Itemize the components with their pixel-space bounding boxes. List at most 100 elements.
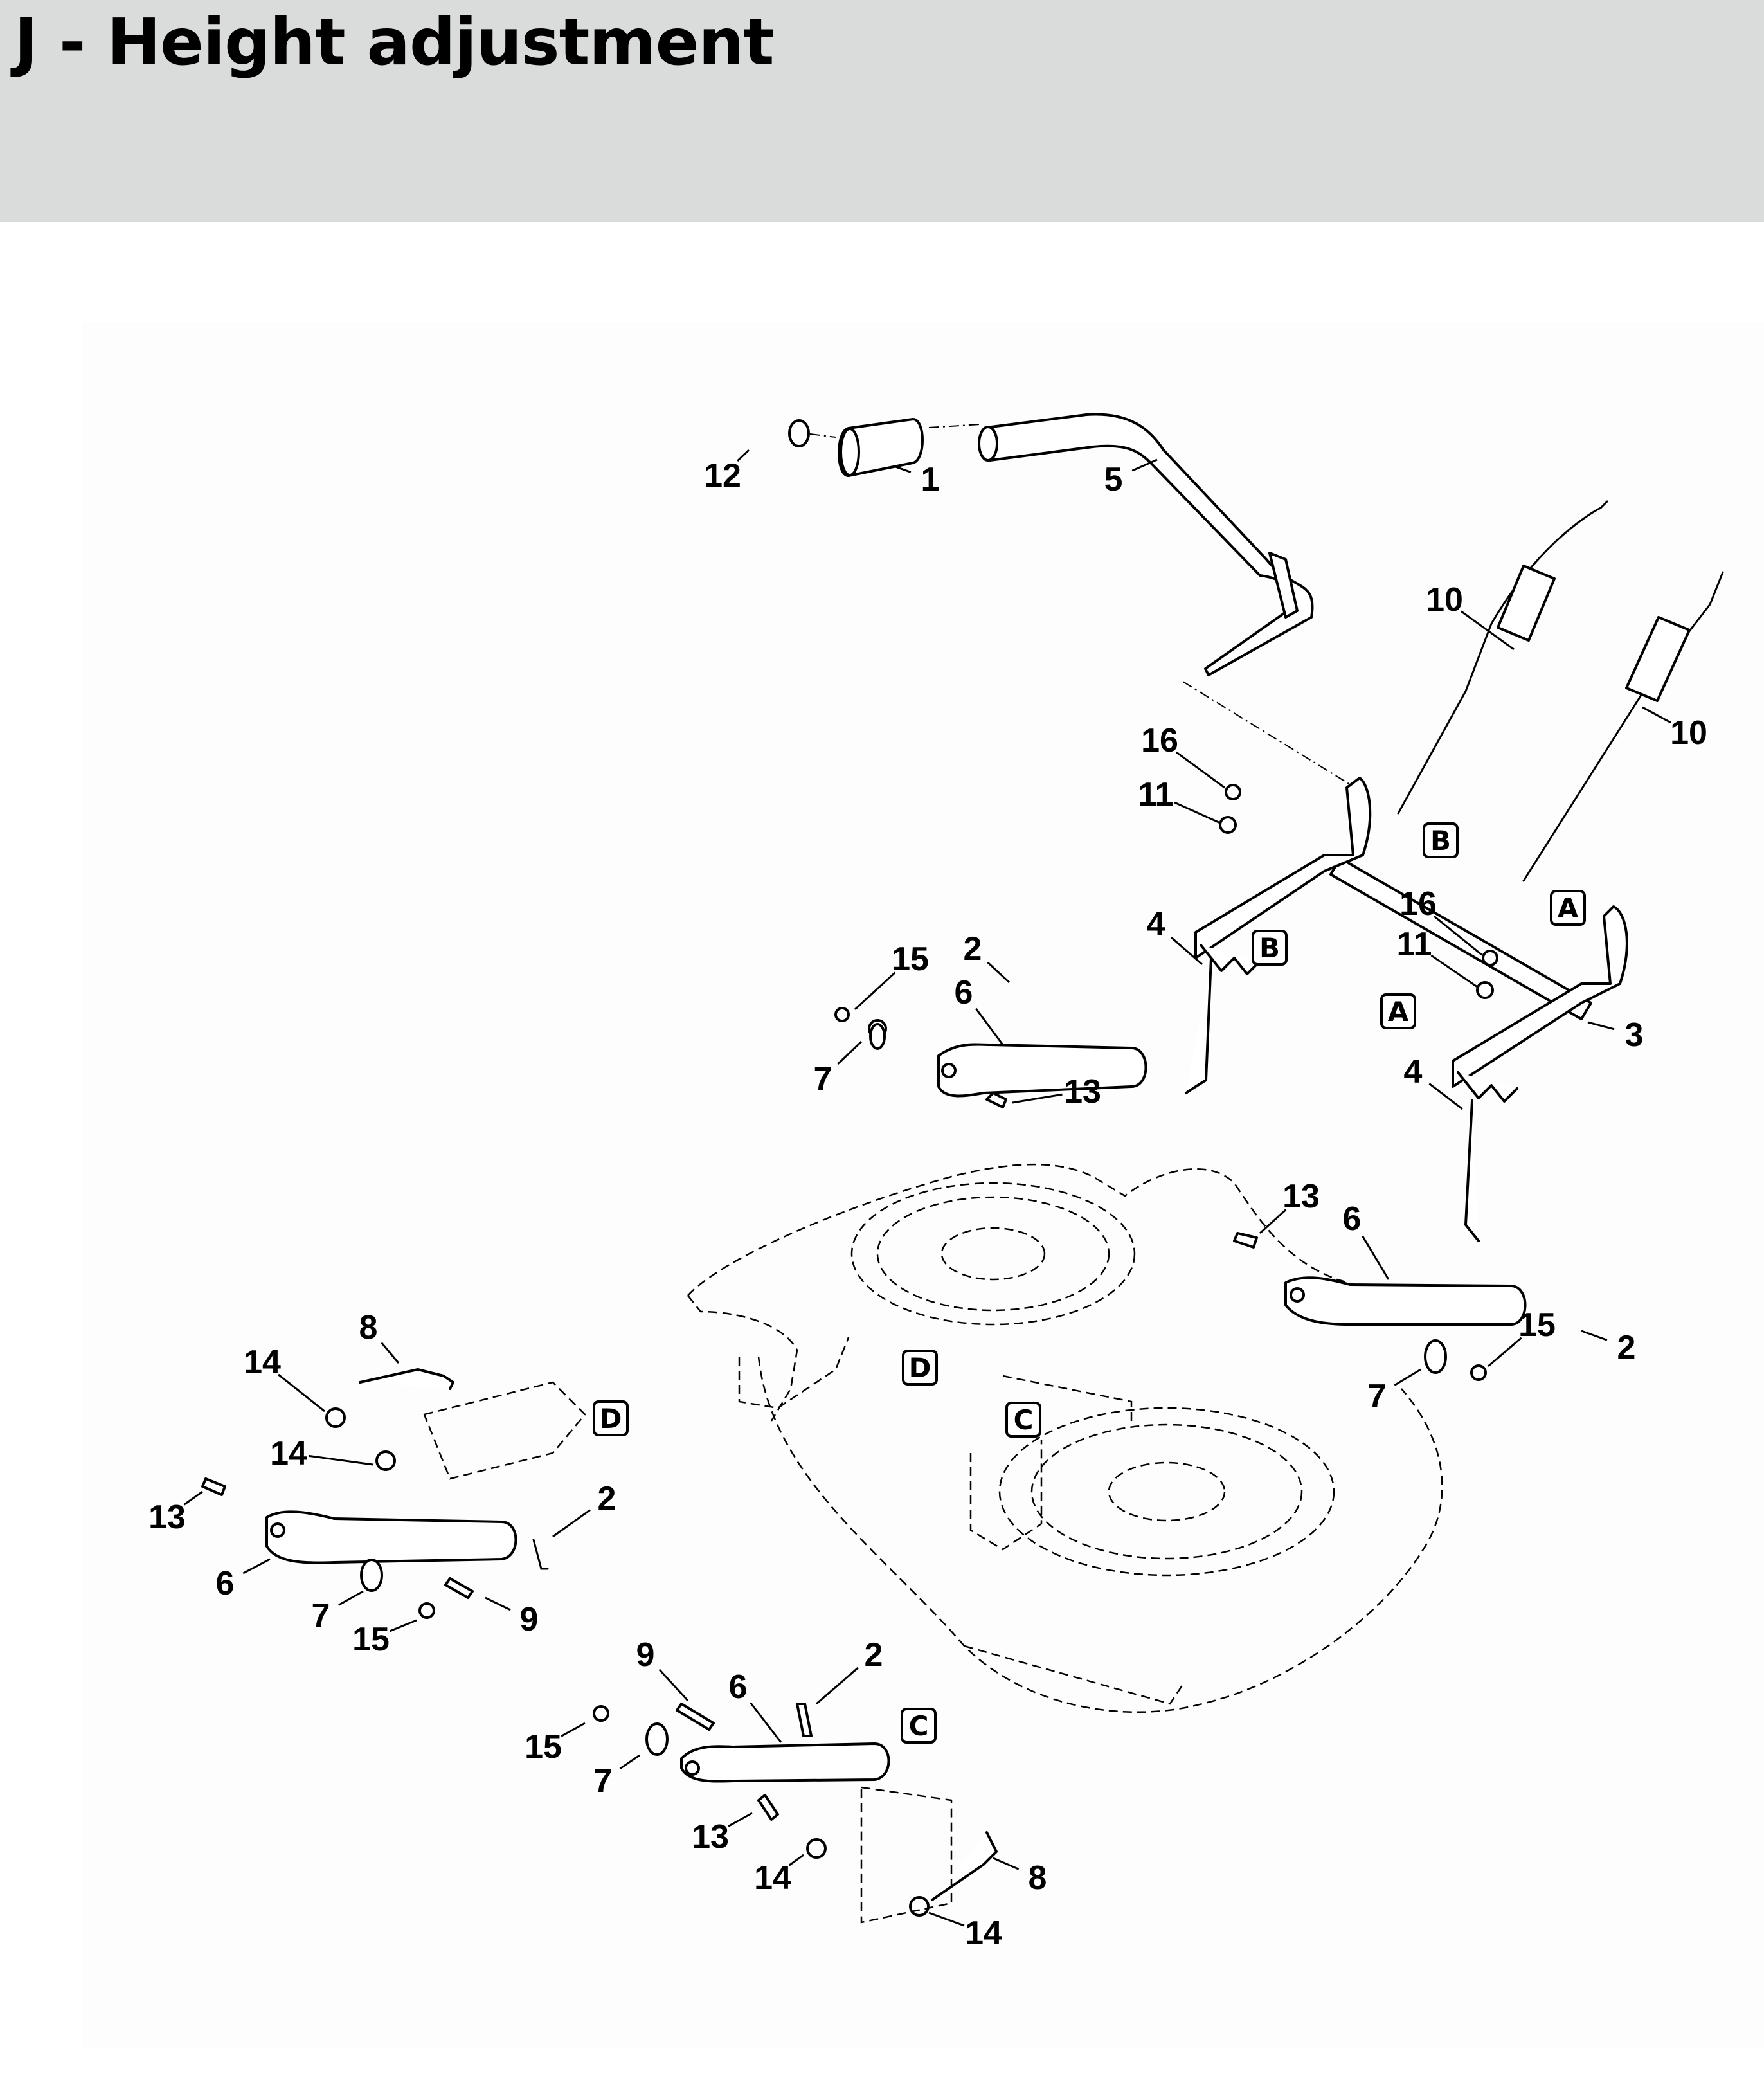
callout-nut: 16 [1141,722,1178,759]
callout-nut: 11 [1397,926,1432,963]
leader-line-bolt [1259,1209,1287,1234]
reference-marker-b: B [1423,822,1459,858]
leader-line-washer [619,1754,640,1770]
callout-bolt: 13 [692,1818,729,1856]
callout-lift-rod: 4 [1147,906,1166,943]
reference-box [1380,993,1416,1029]
callout-nut: 14 [244,1344,281,1381]
callout-lock-nut: 15 [1518,1306,1556,1344]
leader-line-cap [737,449,750,462]
reference-marker-c: C [901,1708,937,1744]
spring-10-right [1522,571,1724,882]
leader-line-bolt [728,1812,753,1827]
callout-spring: 9 [520,1601,539,1638]
header-band: J - Height adjustment [0,0,1764,222]
callout-lift-arm: 6 [1343,1200,1362,1238]
leader-line-washer [1394,1368,1421,1386]
callout-spring: 9 [636,1636,655,1674]
callout-nut: 11 [1138,776,1174,813]
leader-line-lift-arm [750,1702,782,1743]
leader-line-washer [338,1590,364,1606]
leader-line-bolt [183,1490,203,1506]
leader-line-lift-rod [1428,1083,1463,1110]
leader-line-spring [485,1596,511,1611]
reference-letter: C [909,1710,929,1742]
callout-washer: 7 [594,1762,613,1800]
leader-line-lock-nut [1488,1337,1522,1368]
callout-bolt: 13 [148,1499,186,1536]
callout-washer: 7 [312,1597,330,1634]
reference-letter: D [600,1403,622,1434]
leader-line-nut [1174,801,1221,824]
reference-box [902,1350,938,1386]
leader-line-nut [1430,954,1478,988]
reference-marker-a: A [1380,993,1416,1029]
callout-hair-pin: 2 [964,930,982,968]
end-cap [788,419,810,447]
lift-arm-left [201,1368,586,1619]
leader-line-nut [928,1911,965,1927]
leader-line-lock-nut [390,1619,417,1632]
callout-height-lever: 5 [1104,461,1123,498]
callout-spring: 10 [1426,581,1463,619]
reference-box [1550,890,1586,926]
leader-line-lock-nut [854,971,896,1011]
reference-box [1423,822,1459,858]
callout-washer: 7 [1368,1378,1387,1415]
reference-box [901,1708,937,1744]
spring-10-left [1397,500,1608,815]
leader-line-nut [1433,915,1482,956]
leader-line-lift-arm [975,1007,1004,1045]
reference-letter: C [1014,1404,1034,1436]
callout-handle-grip: 1 [921,461,940,498]
leader-line-hair-pin [1581,1330,1608,1341]
callout-nut: 16 [1400,885,1437,923]
handle-grip [838,418,924,477]
leader-line-link-rod [993,1857,1020,1870]
callout-cap: 12 [704,457,741,494]
nuts-16-11 [1219,784,1498,999]
leader-line-hair-pin [987,961,1011,984]
leader-line-lift-arm [1362,1235,1390,1280]
mower-deck-outline [687,1163,1443,1713]
callout-bolt: 13 [1064,1073,1101,1110]
leader-line-nut [278,1373,325,1413]
callout-bolt: 13 [1282,1178,1320,1215]
callout-lock-nut: 15 [352,1621,390,1658]
leader-line-lift-shaft [1587,1021,1615,1031]
reference-marker-c: C [1005,1402,1041,1438]
leader-line-nut [1175,751,1225,789]
reference-letter: A [1558,892,1579,924]
callout-hair-pin: 2 [865,1636,883,1674]
leader-line-spring [1642,706,1671,724]
callout-lift-arm: 6 [955,974,973,1011]
callout-nut: 14 [754,1859,791,1897]
callout-lift-shaft: 3 [1625,1016,1644,1054]
reference-box [1005,1402,1041,1438]
reference-markers: B A B A D D C C [593,822,1586,1744]
callout-hair-pin: 2 [598,1480,616,1517]
leader-line-nut [788,1854,804,1866]
reference-box [593,1400,629,1436]
leader-lines [183,449,1671,1927]
callout-lift-rod: 4 [1404,1053,1423,1090]
leader-line-lift-arm [242,1558,271,1575]
leader-line-height-lever [1131,458,1158,472]
reference-marker-a: A [1550,890,1586,926]
lift-rods [1185,957,1480,1242]
height-lever [978,413,1314,676]
leader-line-handle-grip [893,465,912,473]
callout-lock-nut: 15 [892,941,929,978]
reference-letter: D [909,1352,932,1384]
leader-line-spring [1461,610,1515,651]
reference-letter: B [1430,825,1451,856]
reference-marker-d: D [593,1400,629,1436]
reference-marker-b: B [1252,930,1288,966]
page-title: J - Height adjustment [14,5,774,80]
leader-line-bolt [1012,1093,1063,1104]
leader-line-link-rod [381,1342,400,1364]
callout-link-rod: 8 [1029,1859,1047,1897]
callout-nut: 14 [965,1915,1002,1952]
callout-lock-nut: 15 [525,1728,562,1766]
